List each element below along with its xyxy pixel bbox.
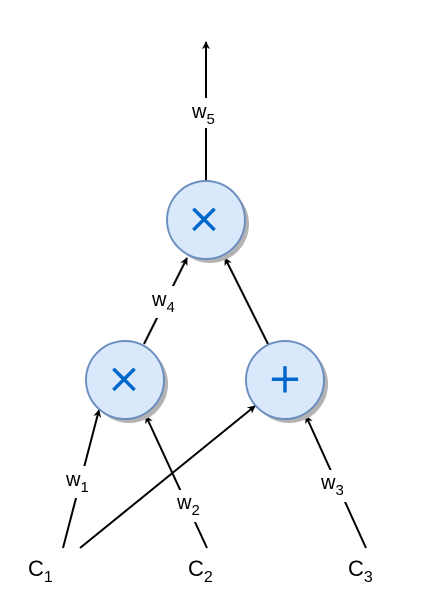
edge-c2-to-left [145, 415, 208, 549]
weight-label-w2: w2 [174, 490, 210, 522]
svg-text:w5: w5 [191, 101, 215, 128]
multiply-operator: × [106, 354, 141, 403]
multiply-node-top: × [166, 180, 249, 263]
svg-text:w3: w3 [320, 472, 344, 499]
weight-label-w3: w3 [318, 470, 354, 502]
weight-label-w5: w5 [188, 98, 224, 128]
add-node-right: + [245, 340, 328, 423]
weight-label-w4: w4 [148, 286, 184, 318]
input-label-c3: C3 [348, 556, 373, 586]
weight-label-w1: w1 [64, 466, 98, 498]
edge-right-to-top [224, 257, 269, 345]
edge-c1-to-right [79, 405, 256, 549]
input-label-c2: C2 [188, 556, 213, 586]
svg-text:w2: w2 [176, 492, 200, 519]
multiply-node-left: × [85, 340, 168, 423]
svg-text:w1: w1 [65, 469, 89, 496]
add-operator: + [267, 354, 302, 403]
input-label-c1: C1 [28, 556, 53, 586]
svg-text:w4: w4 [151, 289, 175, 316]
multiply-operator: × [186, 194, 221, 243]
